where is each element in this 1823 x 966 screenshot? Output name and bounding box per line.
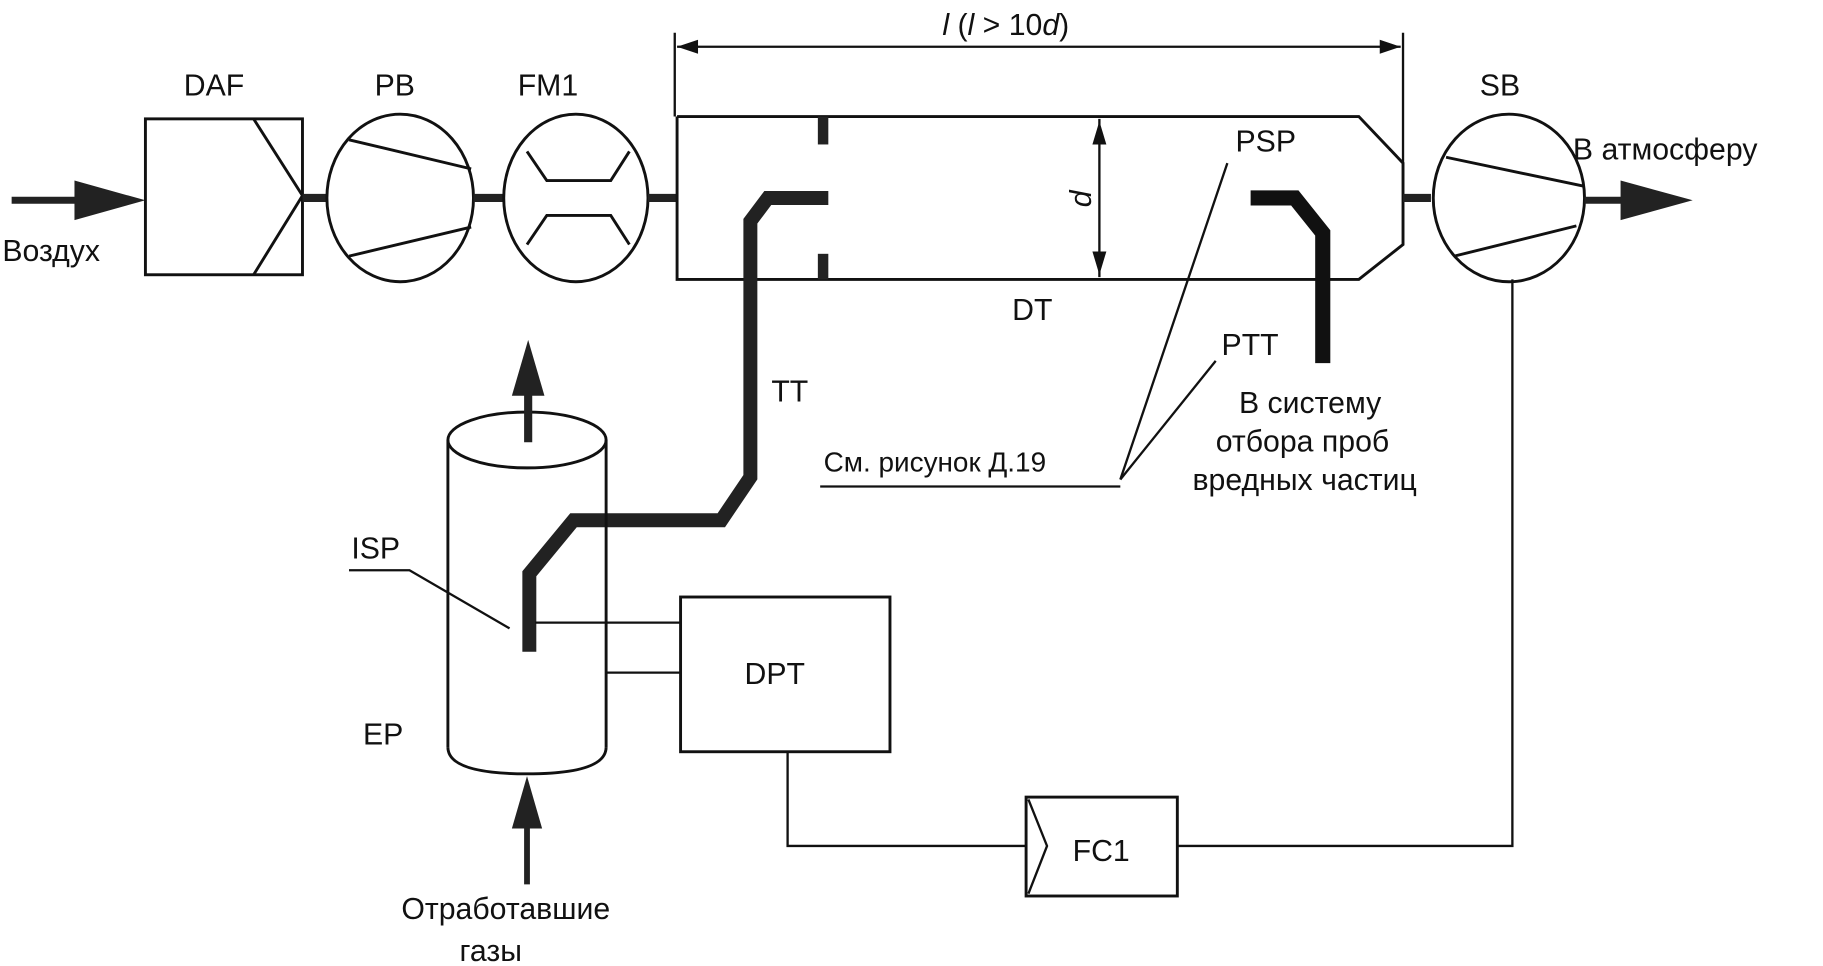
daf-label: DAF <box>184 70 244 103</box>
exhaust-label-line1: Отработавшие <box>401 893 610 926</box>
length-dimension <box>673 32 1405 164</box>
pb-label: PB <box>375 70 415 103</box>
exhaust-label-line2: газы <box>460 935 522 966</box>
fm1-flowmeter <box>502 112 650 284</box>
dt-label: DT <box>1012 294 1052 327</box>
to-sampling-line1: В систему <box>1239 387 1382 420</box>
sb-blower <box>1431 112 1586 284</box>
to-sampling-line3: вредных частиц <box>1192 464 1416 497</box>
diameter-label: d <box>1065 189 1098 207</box>
pb-blower <box>325 112 475 284</box>
tt-label: TT <box>771 376 808 409</box>
isp-label: ISP <box>351 533 400 566</box>
see-figure-label: См. рисунок Д.19 <box>824 446 1046 477</box>
particulate-probe <box>1250 190 1331 364</box>
length-label: l (l > 10d) <box>942 9 1069 42</box>
sb-label: SB <box>1480 70 1520 103</box>
see-figure-leaders <box>820 162 1229 488</box>
ep-label: EP <box>363 719 403 752</box>
daf-box <box>143 117 305 277</box>
signal-fc1-sb <box>1177 279 1514 848</box>
psp-label: PSP <box>1235 125 1296 158</box>
to-atmosphere-label: В атмосферу <box>1573 134 1758 167</box>
exhaust-outlet-arrow <box>511 339 545 443</box>
isp-leader <box>349 569 511 630</box>
to-sampling-line2: отбора проб <box>1216 426 1389 459</box>
fc1-label: FC1 <box>1073 835 1130 868</box>
outlet-arrow <box>1584 180 1693 221</box>
dilution-tunnel <box>675 115 1405 281</box>
fm1-label: FM1 <box>518 70 578 103</box>
dpt-box <box>679 595 892 754</box>
transfer-tube <box>522 190 829 652</box>
air-inlet-arrow <box>11 180 146 221</box>
signal-dpt-fc1 <box>786 751 1027 848</box>
ptt-label: PTT <box>1222 329 1279 362</box>
dpt-label: DPT <box>745 658 805 691</box>
exhaust-inlet-arrow <box>511 776 543 885</box>
air-inlet-label: Воздух <box>2 235 100 268</box>
